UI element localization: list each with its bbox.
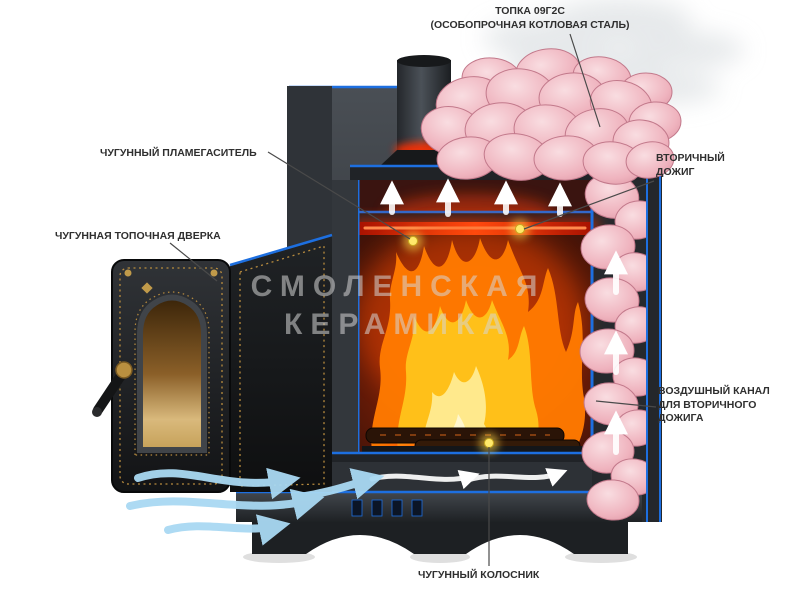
- label-flame-arrester: ЧУГУННЫЙ ПЛАМЕГАСИТЕЛЬ: [100, 147, 257, 159]
- intake-air-arrows: [126, 467, 385, 546]
- firebox: [355, 225, 592, 455]
- leader-air-channel: [595, 400, 657, 408]
- door-handle: [92, 361, 133, 417]
- label-secondary-burn: ВТОРИЧНЫЙ ДОЖИГ: [656, 152, 725, 178]
- chamber-air-arrows: [380, 178, 572, 217]
- label-topka: ТОПКА 09Г2С (ОСОБОПРОЧНАЯ КОТЛОВАЯ СТАЛЬ…: [420, 5, 640, 32]
- label-topka-line2: (ОСОБОПРОЧНАЯ КОТЛОВАЯ СТАЛЬ): [430, 18, 630, 31]
- leader-lines: [169, 33, 657, 566]
- leader-secondary-burn: [523, 180, 655, 230]
- stove-legs: [252, 522, 628, 554]
- svg-text:СМОЛЕНСКАЯ: СМОЛЕНСКАЯ: [251, 270, 546, 303]
- top-stones: [420, 48, 682, 185]
- front-cut-wall: [332, 180, 358, 452]
- flame-arrester-plate: [358, 210, 592, 222]
- svg-text:КЕРАМИКА: КЕРАМИКА: [284, 308, 512, 341]
- door-knob-left: [124, 269, 132, 277]
- label-grate: ЧУГУННЫЙ КОЛОСНИК: [418, 569, 540, 581]
- leader-topka: [569, 33, 601, 128]
- leader-flame-arrester: [267, 151, 411, 240]
- part-marker-dots: [403, 219, 530, 453]
- door-knob-right: [210, 269, 218, 277]
- watermark-text: СМОЛЕНСКАЯ КЕРАМИКА: [251, 270, 546, 341]
- side-panel: [229, 233, 333, 492]
- vent-slots: [351, 499, 423, 517]
- grate-strip: [362, 446, 590, 452]
- door-window: [137, 294, 207, 453]
- leader-door: [169, 242, 218, 282]
- label-topka-line1: ТОПКА 09Г2С: [495, 5, 565, 17]
- label-door: ЧУГУННАЯ ТОПОЧНАЯ ДВЕРКА: [55, 230, 221, 242]
- stove-door: [92, 259, 231, 493]
- label-air-channel: ВОЗДУШНЫЙ КАНАЛ ДЛЯ ВТОРИЧНОГО ДОЖИГА: [658, 385, 770, 425]
- door-emblem: [141, 282, 153, 294]
